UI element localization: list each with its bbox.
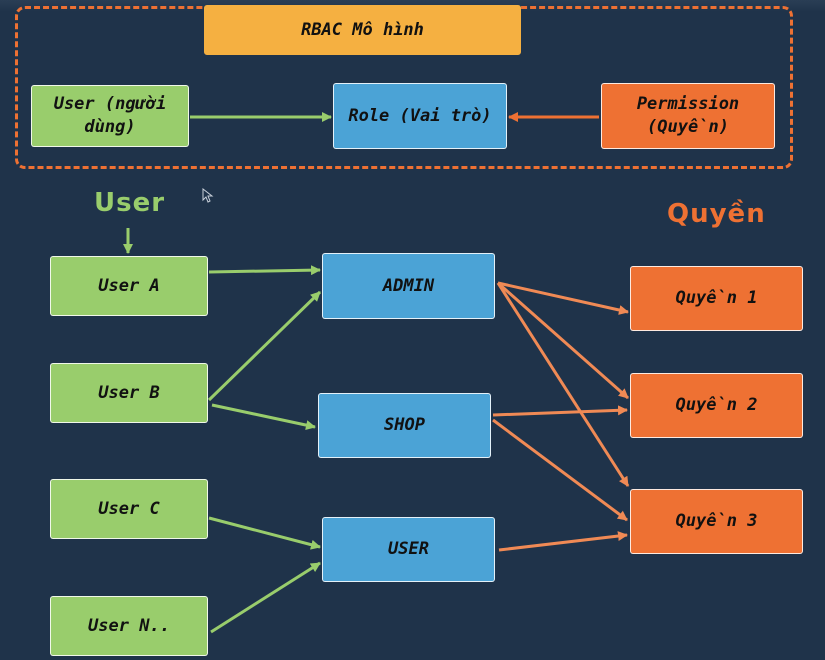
role-node-admin: ADMIN <box>322 253 495 319</box>
legend-role-node: Role (Vai trò) <box>333 83 507 149</box>
edge-admin-q2 <box>497 281 629 400</box>
permission-node-1: Quyền 1 <box>630 266 803 331</box>
permission-node-3: Quyền 3 <box>630 489 803 554</box>
edge-userc-user <box>208 516 321 550</box>
legend-user-node: User (người dùng) <box>31 85 189 147</box>
edge-userb-admin <box>207 290 322 402</box>
permission-node-2: Quyền 2 <box>630 373 803 438</box>
edge-admin-q3 <box>496 282 630 487</box>
mouse-cursor-icon <box>202 188 214 203</box>
users-heading: User <box>94 188 166 218</box>
edge-usern-user <box>210 561 321 634</box>
edge-user-q3 <box>498 531 628 552</box>
permissions-heading: Quyền <box>667 199 766 229</box>
user-node-n: User N.. <box>50 596 208 656</box>
user-node-c: User C <box>50 479 208 539</box>
user-node-a: User A <box>50 256 208 316</box>
legend-permission-node: Permission (Quyền) <box>601 83 775 149</box>
edge-userb-shop <box>211 403 316 431</box>
edge-shop-q3 <box>492 418 628 522</box>
role-node-shop: SHOP <box>318 393 491 458</box>
user-node-b: User B <box>50 363 208 423</box>
role-node-user: USER <box>322 517 495 582</box>
diagram-title: RBAC Mô hình <box>204 5 521 55</box>
edge-admin-q1 <box>497 281 629 315</box>
edge-usera-admin <box>208 265 321 276</box>
edge-shop-q2 <box>492 405 628 417</box>
